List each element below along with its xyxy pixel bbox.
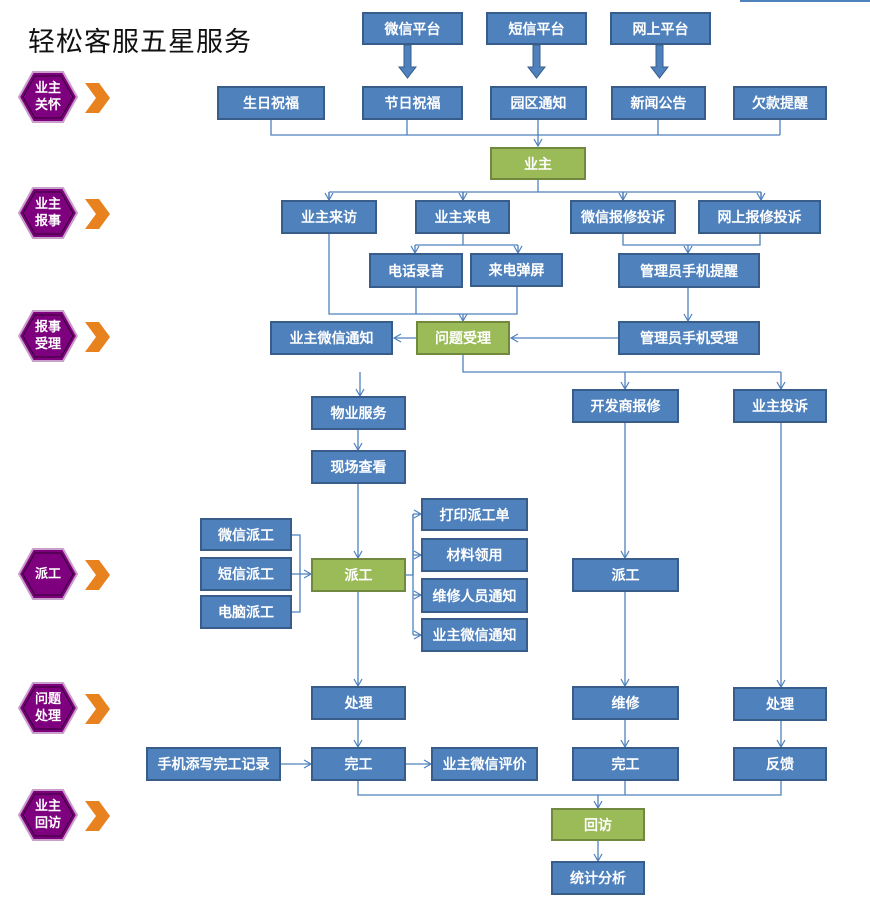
node-owner-rating: 业主微信评价	[431, 747, 538, 781]
chevron-right-icon	[85, 199, 110, 229]
node-call-recording: 电话录音	[369, 253, 463, 288]
node-wechat-platform: 微信平台	[362, 12, 463, 45]
node-complete-2: 完工	[572, 747, 679, 781]
node-material: 材料领用	[421, 538, 528, 572]
node-owner-wechat-notify-2: 业主微信通知	[421, 618, 528, 652]
node-sms-dispatch: 短信派工	[200, 557, 292, 591]
node-birthday: 生日祝福	[217, 86, 325, 120]
node-call-popup: 来电弹屏	[470, 253, 563, 287]
node-problem-accept: 问题受理	[416, 321, 510, 355]
node-news: 新闻公告	[611, 86, 706, 120]
node-handle: 处理	[311, 686, 406, 720]
node-holiday: 节日祝福	[362, 86, 463, 120]
stage-report-accept: 报事受理	[18, 310, 78, 362]
node-owner: 业主	[490, 147, 586, 180]
node-admin-accept: 管理员手机受理	[618, 321, 760, 355]
node-wechat-report: 微信报修投诉	[570, 200, 676, 234]
node-arrears: 欠款提醒	[733, 86, 827, 120]
node-owner-call: 业主来电	[415, 200, 510, 234]
stage-problem-handling: 问题处理	[18, 682, 78, 734]
chevron-right-icon	[85, 694, 110, 724]
node-complete: 完工	[311, 747, 406, 781]
node-property-service: 物业服务	[311, 396, 406, 430]
node-owner-wechat-notify: 业主微信通知	[270, 321, 393, 355]
node-dispatch: 派工	[311, 558, 406, 592]
node-revisit: 回访	[551, 808, 645, 841]
node-park-notice: 园区通知	[490, 86, 587, 120]
stage-owner-report: 业主报事	[18, 187, 78, 239]
node-print-order: 打印派工单	[421, 498, 528, 531]
node-repair: 维修	[572, 686, 679, 720]
node-sms-platform: 短信平台	[486, 12, 587, 45]
node-developer-dispatch: 派工	[572, 558, 679, 592]
chevron-right-icon	[85, 83, 110, 113]
node-statistics: 统计分析	[551, 861, 645, 895]
node-web-report: 网上报修投诉	[698, 200, 821, 234]
chevron-right-icon	[85, 322, 110, 352]
node-pc-dispatch: 电脑派工	[200, 595, 292, 629]
node-web-platform: 网上平台	[610, 12, 711, 45]
page-title: 轻松客服五星服务	[28, 27, 252, 58]
node-admin-remind: 管理员手机提醒	[618, 253, 760, 288]
node-onsite-check: 现场查看	[311, 450, 406, 484]
node-feedback: 反馈	[733, 747, 827, 781]
stage-owner-revisit: 业主回访	[18, 789, 78, 841]
stage-dispatch: 派工	[18, 548, 78, 600]
stage-owner-care: 业主关怀	[18, 71, 78, 123]
node-wechat-dispatch: 微信派工	[200, 518, 292, 551]
node-owner-complaint: 业主投诉	[733, 389, 827, 423]
node-owner-visit: 业主来访	[281, 200, 377, 234]
node-handle-complaint: 处理	[733, 687, 827, 721]
node-mobile-record: 手机添写完工记录	[146, 747, 281, 781]
top-edge-line	[740, 0, 870, 2]
node-staff-notify: 维修人员通知	[421, 578, 528, 613]
chevron-right-icon	[85, 801, 110, 831]
chevron-right-icon	[85, 560, 110, 590]
node-developer-repair: 开发商报修	[572, 389, 679, 423]
